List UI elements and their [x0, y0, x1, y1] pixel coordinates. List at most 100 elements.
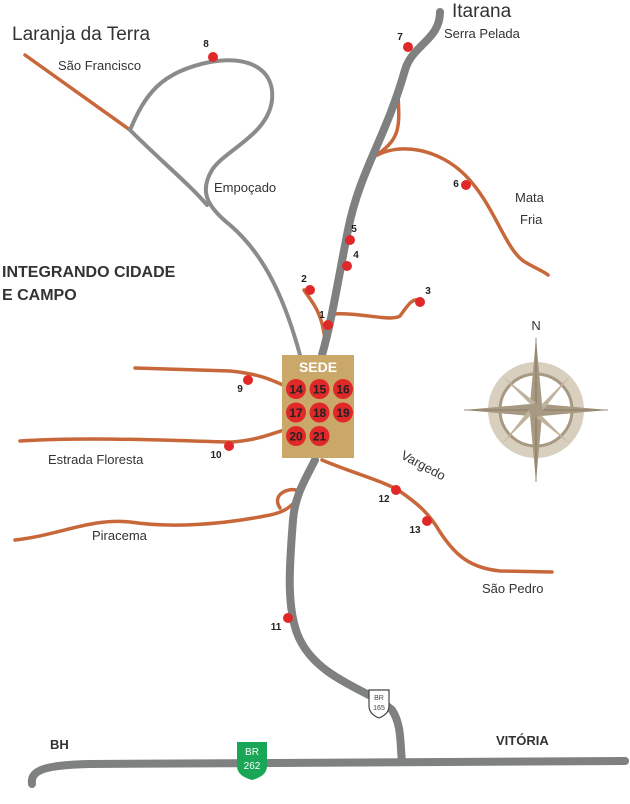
label-empocado: Empoçado [214, 180, 276, 195]
map-point-1[interactable]: 1 [319, 310, 333, 330]
point-marker [422, 516, 432, 526]
main-roads [27, 8, 629, 788]
map-point-2[interactable]: 2 [301, 274, 315, 295]
point-marker [391, 485, 401, 495]
label-piracema: Piracema [92, 528, 148, 543]
map-point-8[interactable]: 8 [203, 39, 218, 62]
point-number: 12 [378, 494, 390, 505]
svg-text:BR: BR [374, 695, 384, 702]
svg-text:262: 262 [244, 761, 261, 772]
point-marker [286, 426, 306, 446]
label-itarana: Itarana [452, 1, 512, 22]
road-itarana [318, 8, 444, 359]
map-point-7[interactable]: 7 [397, 32, 413, 52]
point-number: 17 [289, 406, 303, 420]
point-number: 13 [409, 525, 421, 536]
map-point-13[interactable]: 13 [409, 516, 432, 536]
point-marker [323, 320, 333, 330]
point-number: 6 [453, 179, 459, 190]
point-marker [286, 402, 306, 423]
point-number: 18 [313, 406, 327, 420]
label-fria: Fria [520, 212, 543, 227]
map-point-5[interactable]: 5 [345, 224, 357, 245]
point-marker [333, 402, 353, 423]
map-point-4[interactable]: 4 [342, 250, 359, 271]
local-roads [13, 53, 554, 574]
br262-shield: BR 262 [237, 742, 267, 780]
label-vargedo: Vargedo [399, 447, 449, 483]
br165-shield: BR 165 [368, 689, 390, 719]
map-point-3[interactable]: 3 [415, 286, 431, 307]
label-estrada-floresta: Estrada Floresta [48, 452, 144, 467]
road-br165 [285, 456, 406, 766]
sede-point-19[interactable]: 19 [333, 402, 353, 423]
sede-point-15[interactable]: 15 [309, 379, 330, 399]
road-mata-fria [370, 93, 550, 277]
label-serra-pelada: Serra Pelada [444, 26, 521, 41]
point-number: 9 [237, 384, 243, 395]
point-number: 4 [353, 250, 359, 261]
road-point-9 [133, 366, 287, 388]
point-number: 5 [351, 224, 357, 235]
point-number: 8 [203, 39, 209, 50]
label-laranja: Laranja da Terra [12, 24, 150, 45]
svg-text:BR: BR [245, 747, 259, 758]
sede-point-18[interactable]: 18 [309, 402, 330, 423]
road-br262 [27, 757, 629, 788]
label-vitoria: VITÓRIA [496, 733, 549, 748]
sede-point-16[interactable]: 16 [333, 379, 353, 399]
point-marker [342, 261, 352, 271]
map-point-9[interactable]: 9 [237, 375, 253, 395]
point-marker [333, 379, 353, 399]
point-number: 21 [313, 430, 327, 444]
title-line2: E CAMPO [2, 287, 77, 304]
point-number: 7 [397, 32, 403, 43]
point-number: 20 [289, 430, 303, 444]
road-piracema [13, 487, 298, 542]
point-marker [286, 379, 306, 399]
map-point-10[interactable]: 10 [210, 441, 234, 461]
sede-point-14[interactable]: 14 [286, 379, 306, 399]
point-marker [461, 180, 471, 190]
point-marker [224, 441, 234, 451]
road-sao-francisco [23, 53, 132, 132]
point-number: 16 [336, 383, 350, 397]
point-number: 1 [319, 310, 325, 321]
label-bh: BH [50, 737, 69, 752]
point-number: 10 [210, 450, 222, 461]
label-mata: Mata [515, 190, 545, 205]
point-marker [243, 375, 253, 385]
map-point-11[interactable]: 11 [271, 613, 293, 633]
compass-rose-icon: N [464, 318, 608, 482]
point-marker [208, 52, 218, 62]
map-point-12[interactable]: 12 [378, 485, 401, 505]
map-point-6[interactable]: 6 [453, 179, 471, 190]
point-marker [305, 285, 315, 295]
sede-point-20[interactable]: 20 [286, 426, 306, 446]
label-sao-francisco: São Francisco [58, 58, 141, 73]
sede-block[interactable]: SEDE 14 15 16 17 18 19 20 21 [282, 355, 354, 458]
sede-label: SEDE [299, 359, 337, 375]
point-number: 11 [271, 622, 282, 633]
sede-point-17[interactable]: 17 [286, 402, 306, 423]
point-number: 15 [313, 383, 327, 397]
point-marker [403, 42, 413, 52]
point-marker [309, 426, 330, 446]
svg-text:165: 165 [373, 705, 385, 712]
point-marker [345, 235, 355, 245]
point-marker [283, 613, 293, 623]
point-number: 19 [336, 406, 350, 420]
sede-point-21[interactable]: 21 [309, 426, 330, 446]
road-vargedo [320, 458, 554, 574]
point-marker [309, 379, 330, 399]
road-point-3 [330, 297, 422, 320]
point-number: 14 [289, 383, 303, 397]
road-laranja [128, 58, 302, 357]
point-marker [415, 297, 425, 307]
road-estrada-floresta [18, 428, 287, 444]
compass-north-label: N [531, 318, 540, 333]
point-marker [309, 402, 330, 423]
title-line1: INTEGRANDO CIDADE [2, 264, 176, 281]
point-number: 2 [301, 274, 307, 285]
